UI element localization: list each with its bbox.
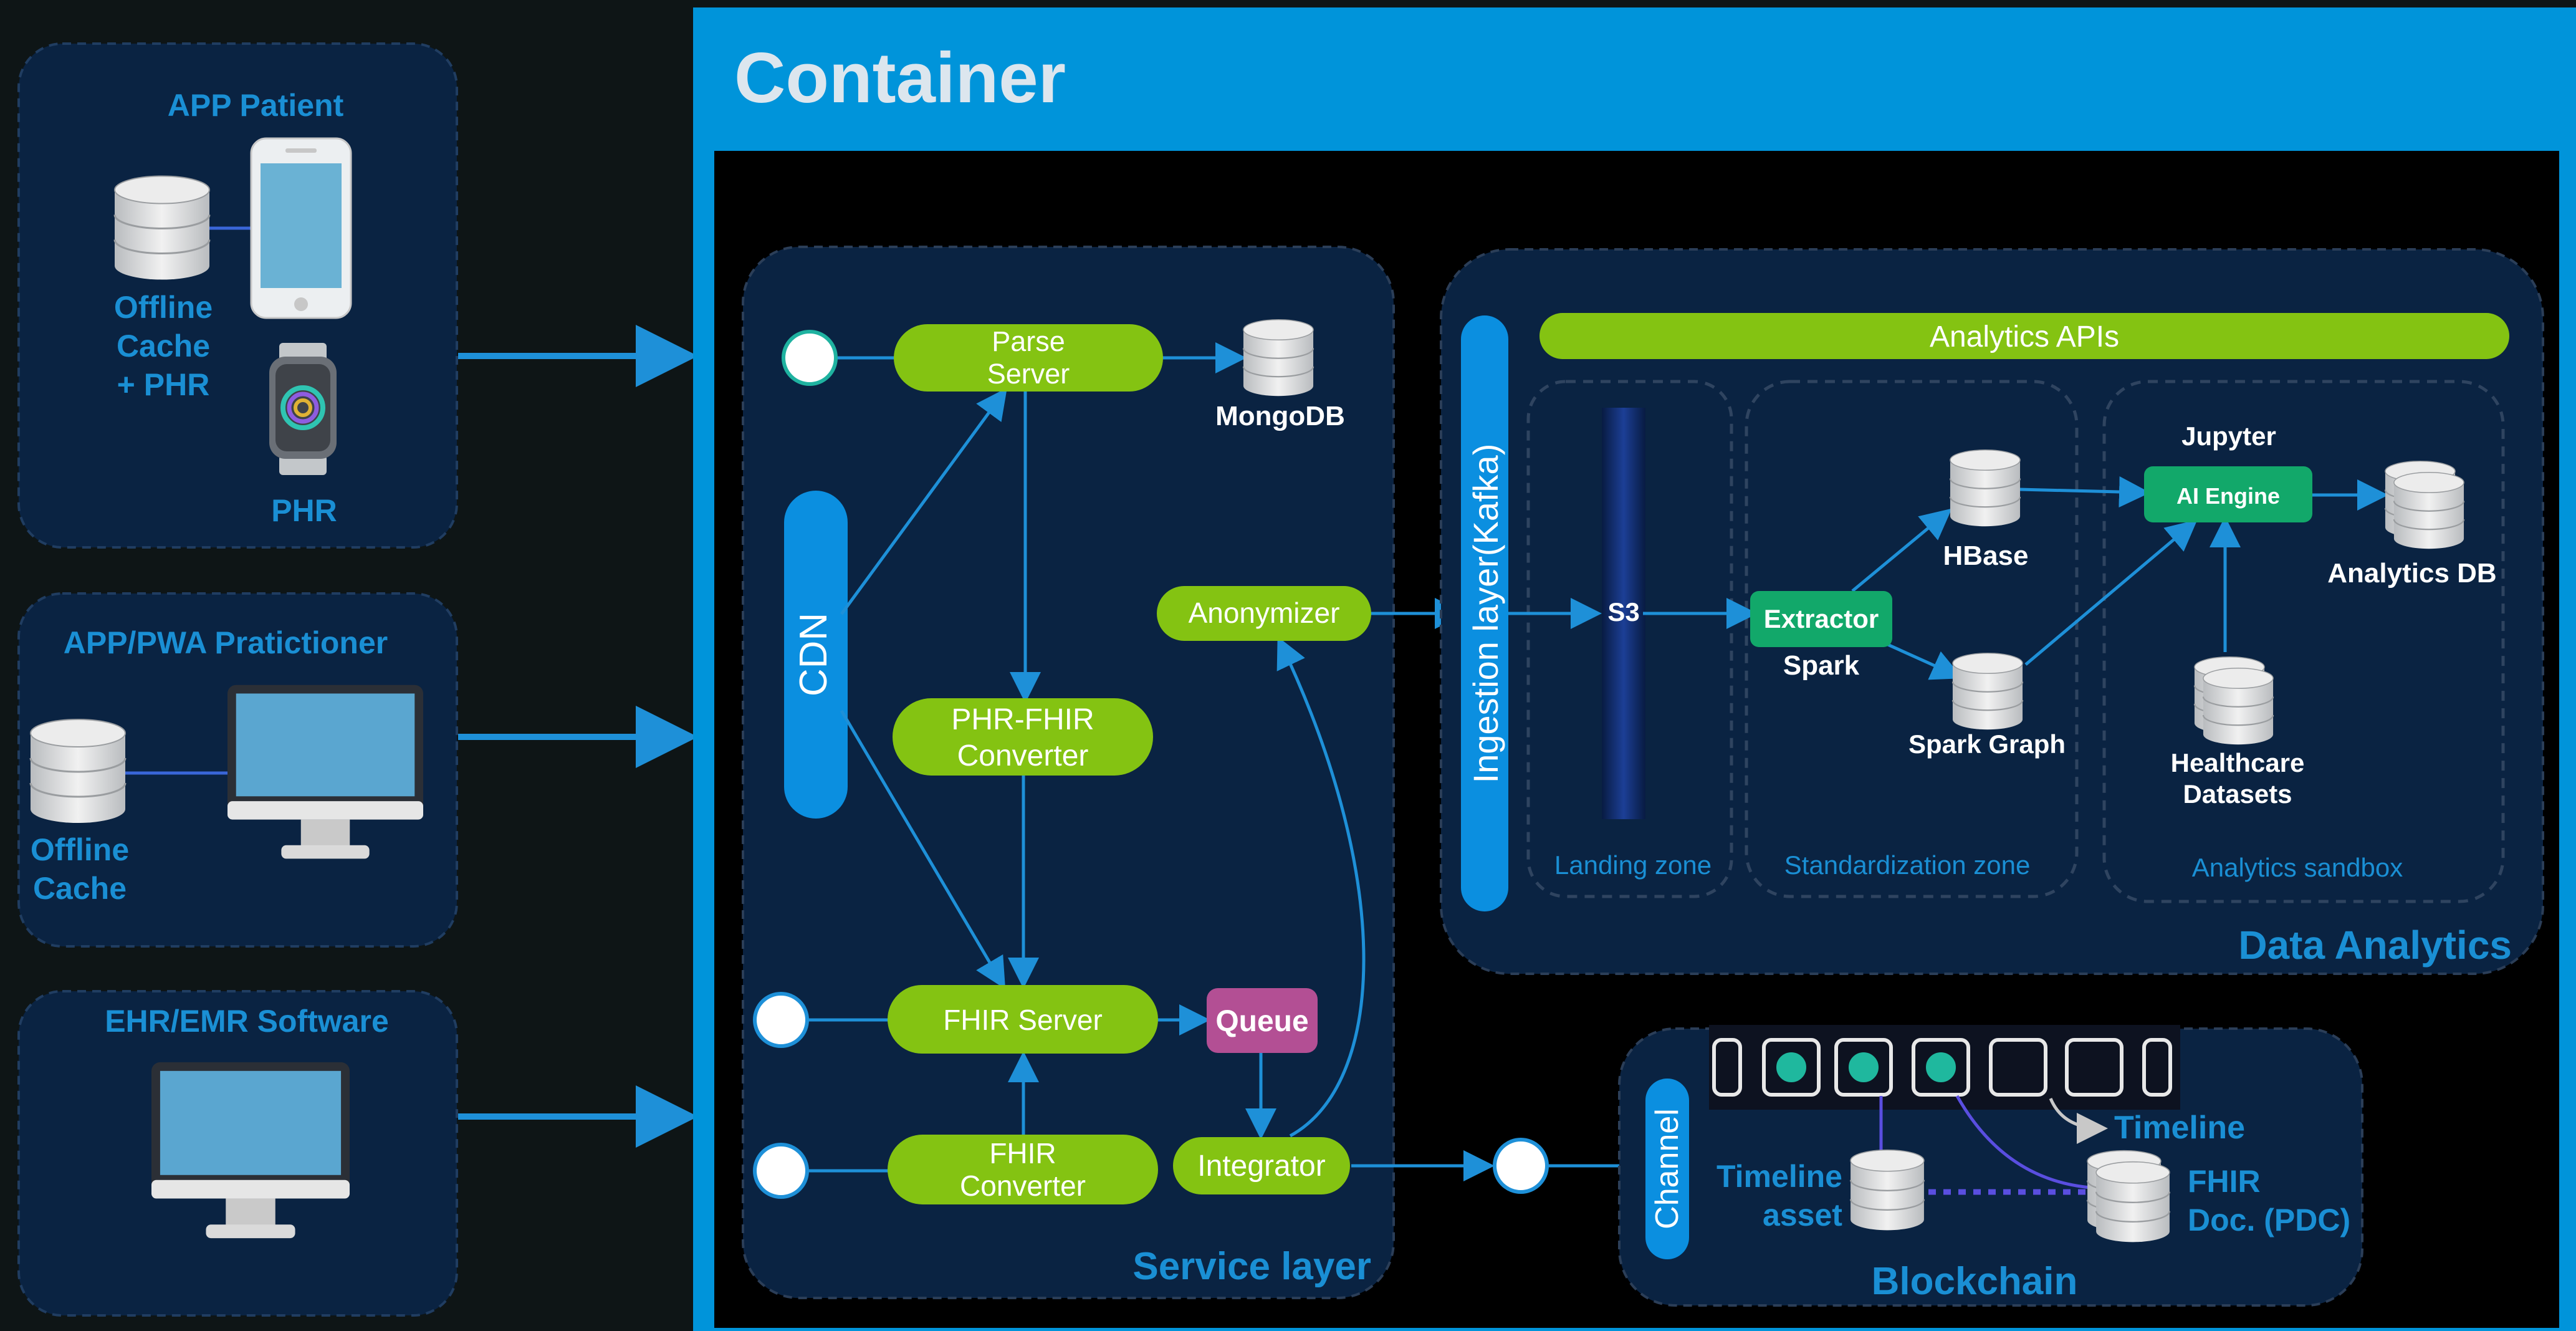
container-title: Container — [734, 39, 1066, 118]
queue-label: Queue — [1215, 1005, 1308, 1038]
fhir-converter-endpoint-port — [753, 1143, 809, 1199]
ingestion-layer-bar — [1461, 315, 1508, 911]
phr-fhir-converter-node — [893, 698, 1153, 776]
chain-block-2-dot — [1846, 1050, 1881, 1085]
chain-block-4 — [1989, 1038, 2047, 1097]
landing-zone-label: Landing zone — [1554, 850, 1712, 880]
parse-endpoint-port — [782, 330, 838, 386]
chain-block-6 — [2142, 1038, 2172, 1097]
extractor-label: Extractor — [1764, 604, 1879, 633]
smartwatch-icon — [269, 343, 337, 475]
fhir-converter-label-1: FHIR — [989, 1137, 1056, 1170]
chain-blocks — [1712, 1038, 2172, 1097]
ai-engine-node — [2144, 466, 2312, 522]
parse-server-node — [894, 324, 1163, 392]
timeline-asset-label-1: Timeline — [1717, 1159, 1842, 1194]
spark-label: Spark — [1783, 650, 1860, 681]
chain-block-5 — [2065, 1038, 2124, 1097]
analytics-apis-label: Analytics APIs — [1930, 320, 2119, 353]
chain-block-0 — [1712, 1038, 1742, 1097]
integrator-node — [1173, 1137, 1350, 1194]
blockchain-title: Blockchain — [1872, 1260, 2078, 1303]
offline-cache-phr-label-1: Offline — [114, 290, 213, 325]
ingestion-layer-label: Ingestion layer(Kafka) — [1466, 444, 1505, 784]
cdn-label: CDN — [792, 613, 835, 696]
offline-cache-db-icon — [29, 718, 127, 824]
data-analytics-panel — [1440, 248, 2544, 975]
analytics-db-label: Analytics DB — [2327, 558, 2496, 589]
jupyter-label: Jupyter — [2181, 421, 2276, 451]
healthcare-datasets-icon-front — [2202, 667, 2274, 746]
s3-label: S3 — [1607, 597, 1639, 627]
offline-cache-phr-db-icon — [113, 175, 211, 281]
phr-watch-label: PHR — [271, 493, 337, 528]
fhir-doc-label-2: Doc. (PDC) — [2188, 1203, 2350, 1237]
practitioner-panel-title: APP/PWA Pratictioner — [64, 625, 388, 660]
fhir-server-label: FHIR Server — [943, 1004, 1103, 1036]
analytics-sandbox-label: Analytics sandbox — [2192, 853, 2403, 882]
analytics-sandbox-box — [2102, 380, 2505, 903]
healthcare-datasets-label-1: Healthcare — [2171, 748, 2305, 777]
mongodb-icon — [1242, 319, 1314, 397]
anonymizer-label: Anonymizer — [1189, 597, 1340, 629]
s3-bucket — [1602, 408, 1645, 819]
ai-engine-label: AI Engine — [2176, 483, 2280, 509]
service-layer-arrows — [805, 342, 1649, 1181]
block-to-fhir-doc-link — [1955, 1095, 2101, 1190]
parse-server-label-2: Server — [987, 358, 1070, 390]
fhir-doc-label-1: FHIR — [2188, 1164, 2261, 1199]
landing-zone-box — [1526, 380, 1733, 898]
queue-node — [1207, 988, 1318, 1053]
offline-cache-phr-label-3: + PHR — [117, 367, 210, 402]
fhir-server-endpoint-port — [753, 992, 809, 1048]
hbase-label: HBase — [1943, 541, 2029, 571]
data-analytics-title: Data Analytics — [2238, 923, 2512, 968]
chain-block-3-dot — [1923, 1050, 1958, 1085]
healthcare-datasets-label-2: Datasets — [2183, 779, 2292, 809]
anonymizer-node — [1157, 586, 1371, 641]
phr-fhir-converter-label-2: Converter — [957, 739, 1089, 772]
data-analytics-arrows — [1508, 476, 2388, 680]
service-layer-title: Service layer — [1132, 1245, 1371, 1288]
standardization-zone-box — [1745, 380, 2079, 898]
channel-bar — [1645, 1079, 1689, 1259]
analytics-db-icon-front — [2393, 471, 2465, 550]
ehr-panel-title: EHR/EMR Software — [105, 1004, 389, 1039]
cdn-bar — [784, 491, 848, 819]
fhir-doc-db-icon-front — [2095, 1161, 2171, 1243]
integrator-label: Integrator — [1197, 1150, 1325, 1183]
blockchain-endpoint-port — [1493, 1138, 1549, 1194]
fhir-converter-node — [888, 1135, 1158, 1204]
spark-graph-db-icon — [1951, 652, 2024, 731]
smartphone-icon — [250, 137, 352, 319]
timeline-asset-db-icon — [1849, 1149, 1925, 1231]
fhir-server-node — [888, 985, 1158, 1054]
timeline-asset-label-2: asset — [1763, 1198, 1842, 1232]
spark-graph-label: Spark Graph — [1908, 729, 2066, 759]
hbase-db-icon — [1949, 449, 2021, 527]
extractor-node — [1750, 591, 1892, 647]
patient-panel-title: APP Patient — [168, 88, 344, 123]
fhir-converter-label-2: Converter — [960, 1170, 1086, 1202]
standardization-zone-label: Standardization zone — [1784, 850, 2031, 880]
channel-label: Channel — [1649, 1108, 1685, 1229]
parse-server-label-1: Parse — [992, 325, 1065, 357]
offline-cache-label-2: Cache — [33, 871, 127, 906]
offline-cache-label-1: Offline — [31, 832, 129, 867]
phr-fhir-converter-label-1: PHR-FHIR — [951, 703, 1094, 736]
offline-cache-phr-label-2: Cache — [117, 329, 210, 363]
timeline-label: Timeline — [2114, 1110, 2245, 1146]
analytics-apis-bar — [1539, 313, 2509, 359]
timeline-arrow — [2049, 1098, 2108, 1144]
chain-block-1-dot — [1774, 1050, 1809, 1085]
mongodb-label: MongoDB — [1215, 401, 1345, 431]
